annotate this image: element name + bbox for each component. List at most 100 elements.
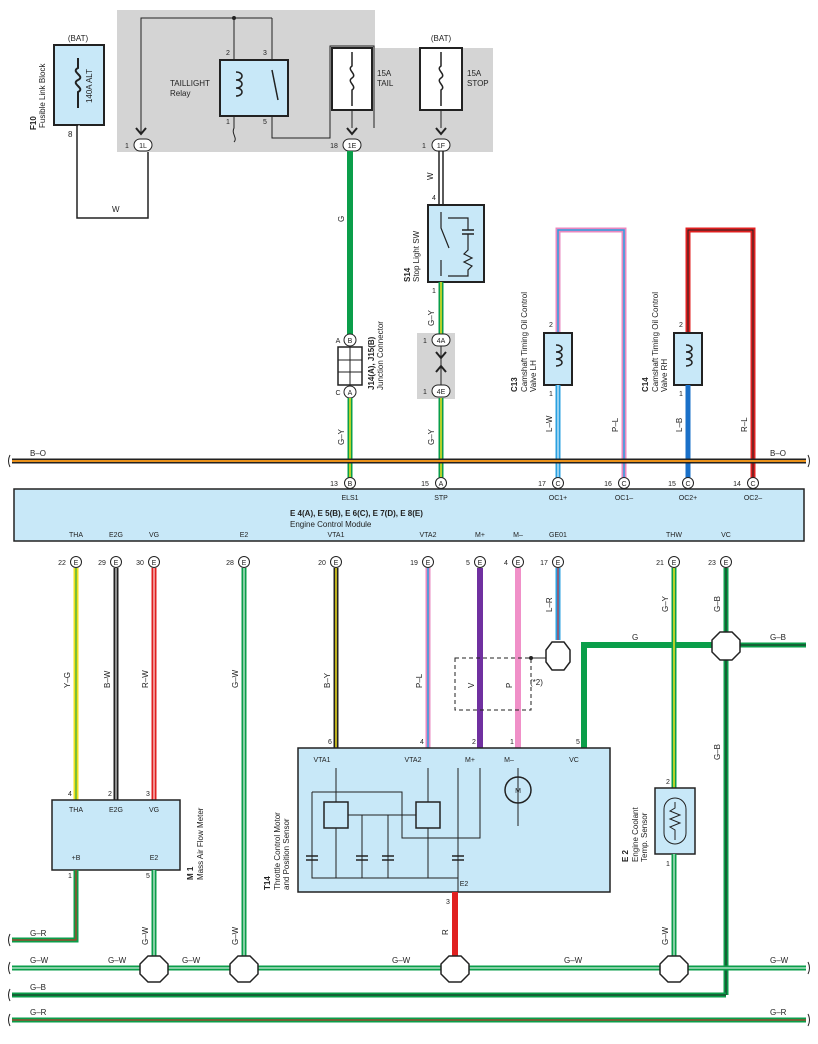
relay-pin-2: 2 [226, 50, 230, 57]
dashed-box-star2 [454, 657, 532, 711]
svg-text:4E: 4E [437, 389, 446, 396]
svg-text:14: 14 [733, 481, 741, 488]
fuse-stop-name: STOP [467, 79, 489, 88]
maf-name: Mass Air Flow Meter [196, 807, 205, 880]
ect-name: Engine Coolant [631, 807, 640, 862]
throttle-vc: VC [569, 757, 579, 764]
svg-text:E: E [516, 560, 521, 567]
svg-text:E: E [334, 560, 339, 567]
ground-vc [711, 631, 741, 661]
wire-gw-label: G–W [231, 669, 240, 688]
ecm-pin-ge01: GE01 E 17 [540, 532, 567, 568]
wire-gy-b-label: G–Y [427, 428, 436, 445]
maf-pin-1: 1 [68, 873, 72, 880]
valve-lh-pin-2: 2 [549, 322, 553, 329]
svg-text:A: A [348, 390, 353, 397]
svg-text:G–W: G–W [770, 956, 789, 965]
svg-text:A: A [439, 481, 444, 488]
svg-text:B–O: B–O [770, 449, 786, 458]
svg-text:E: E [152, 560, 157, 567]
throttle-internal-circuit [311, 768, 532, 892]
ground-junction-1 [139, 955, 169, 983]
svg-text:E: E [242, 560, 247, 567]
wire-gy1-label: G–Y [427, 309, 436, 326]
valve-rh-name2: Valve RH [660, 359, 669, 392]
wire-rl-label: R–L [740, 417, 749, 432]
svg-text:E: E [114, 560, 119, 567]
bat-label-f10: (BAT) [68, 34, 89, 43]
svg-text:1F: 1F [437, 143, 445, 150]
throttle-vta2: VTA2 [405, 757, 422, 764]
ecm-pin-els1: B 13 ELS1 [330, 477, 359, 502]
bat-label-stop: (BAT) [431, 34, 452, 43]
mass-air-flow-meter [51, 799, 181, 871]
maf-vg: VG [149, 807, 159, 814]
svg-text:OC2+: OC2+ [679, 495, 697, 502]
junction-connector: B A A C J14(A), J15(B) Junction Connecto… [335, 321, 385, 399]
svg-text:1L: 1L [139, 143, 147, 150]
wire-yg-label: Y–G [63, 672, 72, 688]
ecm-pin-vg: VG E 30 [136, 532, 160, 568]
ground-ge01 [545, 641, 571, 671]
svg-text:17: 17 [540, 560, 548, 567]
ecm-name: Engine Control Module [290, 520, 372, 529]
maf-pin-5: 5 [146, 873, 150, 880]
svg-text:1: 1 [125, 143, 129, 150]
svg-text:18: 18 [330, 143, 338, 150]
fuse-stop-rating: 15A [467, 69, 482, 78]
relay-pin-5: 5 [263, 119, 267, 126]
maf-id: M 1 [186, 866, 195, 880]
svg-text:16: 16 [604, 481, 612, 488]
throttle-id: T14 [263, 876, 272, 890]
ground-junction-3 [440, 955, 470, 983]
svg-text:E: E [426, 560, 431, 567]
engine-control-module [13, 488, 805, 542]
connector-1l: 1L 1 [125, 127, 153, 152]
maf-e2g: E2G [109, 807, 123, 814]
svg-text:C: C [750, 481, 755, 488]
ecm-pin-mm: M– E 4 [504, 532, 524, 568]
svg-text:28: 28 [226, 560, 234, 567]
bus-gr-top: G–R [8, 929, 47, 947]
wire-lw-label: L–W [545, 415, 554, 432]
wire-rw-label: R–W [141, 670, 150, 688]
wire-w-label: W [112, 205, 120, 214]
svg-text:1: 1 [423, 389, 427, 396]
ecm-pin-oc1p: C 17 OC1+ [538, 477, 567, 502]
svg-text:15: 15 [668, 481, 676, 488]
svg-text:20: 20 [318, 560, 326, 567]
svg-text:E: E [74, 560, 79, 567]
star2-note: (*2) [530, 678, 543, 687]
svg-text:1E: 1E [348, 143, 357, 150]
ground-junction-2 [229, 955, 259, 983]
ecm-pin-vc: VC E 23 [708, 532, 732, 568]
wire-v-label: V [467, 682, 476, 688]
svg-text:STP: STP [434, 495, 448, 502]
svg-text:C: C [335, 390, 340, 397]
maf-b: +B [72, 855, 81, 862]
svg-text:22: 22 [58, 560, 66, 567]
maf-pin-3: 3 [146, 791, 150, 798]
svg-text:ELS1: ELS1 [341, 495, 358, 502]
ecm-pin-oc2p: C 15 OC2+ [668, 477, 697, 502]
wire-r-label: R [441, 929, 450, 935]
motor-symbol: M [515, 788, 521, 795]
svg-text:M–: M– [513, 532, 523, 539]
wire-gw2-label: G–W [141, 926, 150, 945]
throttle-name: Throttle Control Motor [273, 812, 282, 890]
throttle-pin-4: 4 [420, 739, 424, 746]
ecm-pin-vta1: VTA1 E 20 [318, 532, 345, 568]
bus-gr-bottom: G–R G–R [8, 1008, 810, 1027]
maf-pin-4: 4 [68, 791, 72, 798]
svg-text:E: E [556, 560, 561, 567]
throttle-pin-5: 5 [576, 739, 580, 746]
relay-name: TAILLIGHT [170, 79, 210, 88]
stop-sw-id: S14 [403, 267, 412, 282]
throttle-vta1: VTA1 [314, 757, 331, 764]
svg-text:4A: 4A [437, 338, 446, 345]
svg-text:M+: M+ [475, 532, 485, 539]
svg-text:30: 30 [136, 560, 144, 567]
wire-gy-low-label: G–Y [661, 595, 670, 612]
wire-gb-vc-label: G–B [713, 596, 722, 612]
